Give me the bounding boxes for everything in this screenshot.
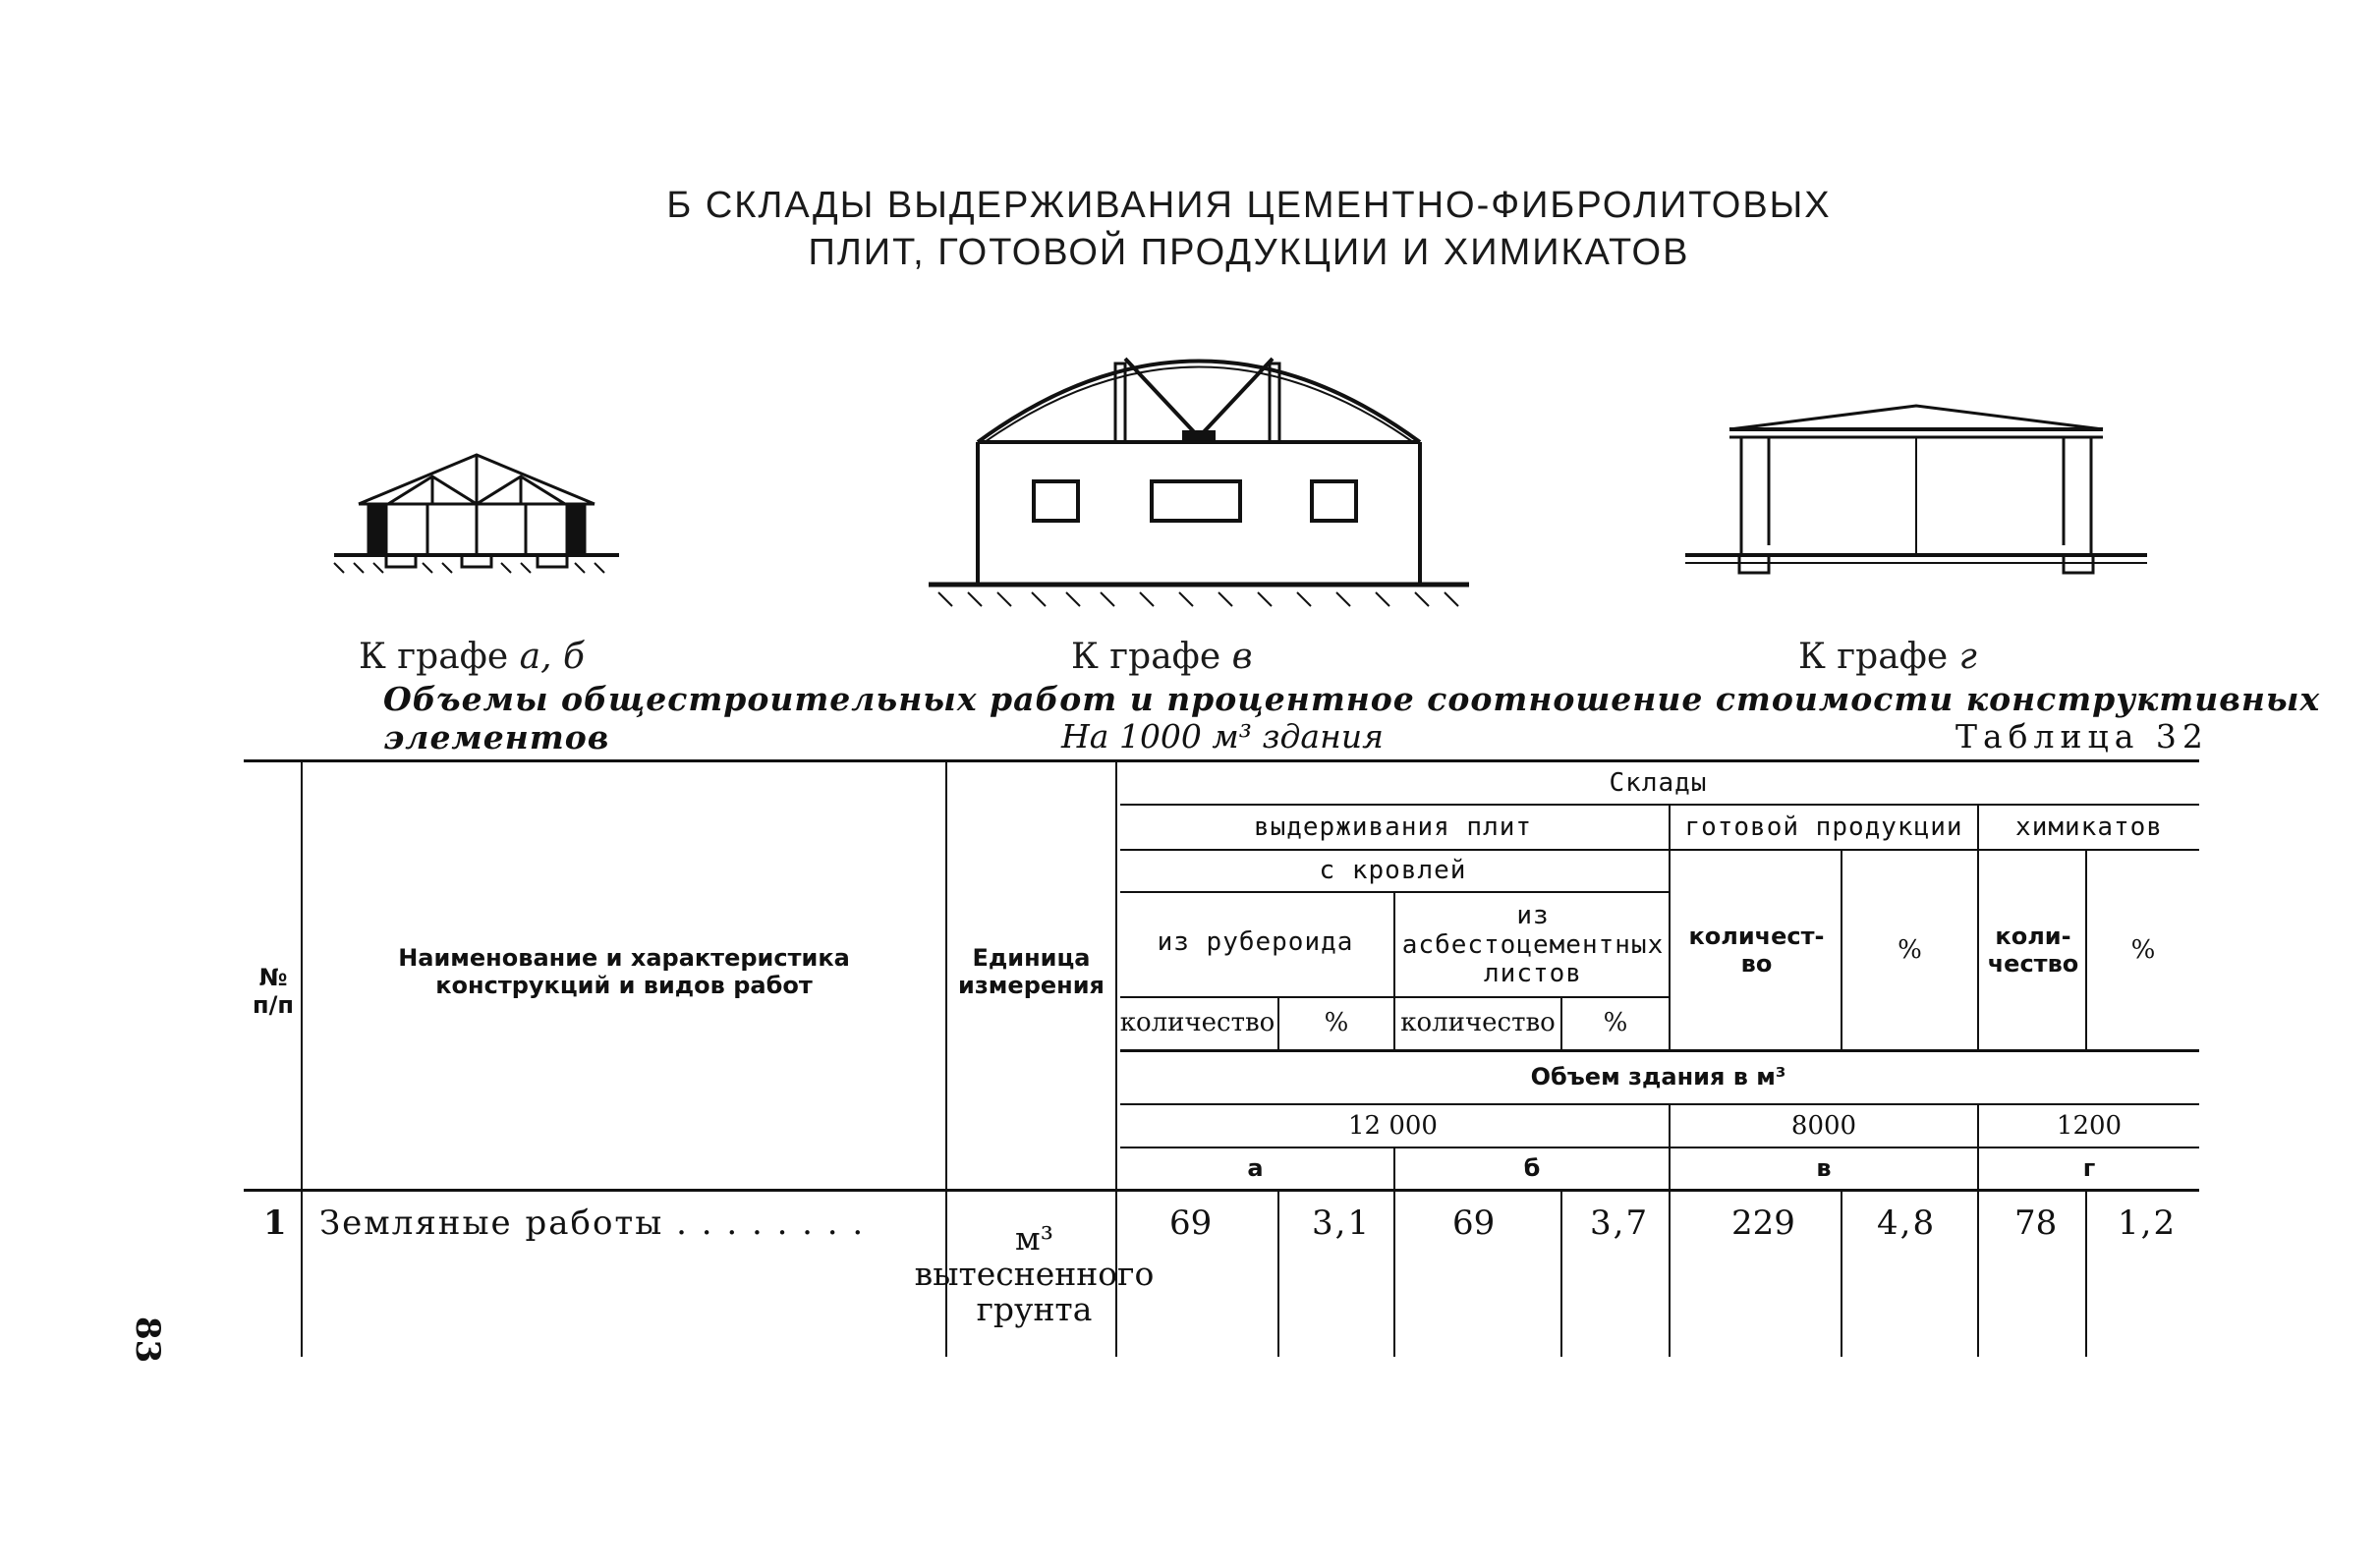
table-top-rule [244,759,2199,762]
row-1-val-b-qty: 69 [1452,1203,1496,1243]
rule-volume-bottom [1120,1103,2199,1105]
caption-v-prefix: К графе [1071,637,1221,677]
header-col-g: г [2082,1154,2096,1183]
table-header-bottom-rule [244,1189,2199,1192]
header-col-v: в [1816,1154,1832,1183]
caption-v-letter: в [1231,637,1253,677]
section-title-line-2: ПЛИТ, ГОТОВОЙ ПРОДУКЦИИ И ХИМИКАТОВ [808,232,1690,273]
table-subtitle: Объемы общестроительных работ и процентн… [383,680,2321,756]
vrule-data-5 [1841,1192,1842,1357]
row-1-unit: м³ вытесненного грунта [914,1218,1155,1329]
row-1-name: Земляные работы . . . . . . . . [319,1203,866,1243]
caption-a-b: К графе а, б [359,637,585,677]
row-1-val-a-qty: 69 [1169,1203,1213,1243]
drawing-warehouse-g [1685,404,2147,575]
header-num: № п/п [253,964,294,1019]
vrule-name [945,762,947,1357]
row-1-val-a-pct: 3,1 [1312,1203,1372,1243]
drawing-warehouse-v [929,357,1469,607]
vrule-data-4 [1669,1192,1671,1357]
rule-sklady [1120,804,2199,806]
caption-a-b-prefix: К графе [359,637,509,677]
header-qty-g: коли-чество [1987,922,2079,978]
header-pct-v: % [1898,934,1922,965]
vrule-data-7 [2085,1192,2087,1357]
row-1-num: 1 [263,1203,287,1243]
caption-g-letter: г [1958,637,1977,677]
header-pct-b: % [1603,1008,1628,1038]
row-1-val-g-pct: 1,2 [2118,1203,2178,1243]
header-qty-a: количество [1119,1008,1275,1038]
header-asbestos: из асбестоцементных листов [1401,900,1665,989]
vrule-roof [1393,893,1395,1049]
vrule-data-6 [1977,1192,1979,1357]
vrule-num [301,762,303,1357]
header-col-b: б [1523,1154,1541,1183]
rule-volume-top [1120,1049,2199,1052]
header-qty-v: количест-во [1688,922,1825,978]
vrule-letter-bv [1669,1148,1671,1189]
header-curing: выдерживания плит [1253,812,1533,843]
page-number: 83 [128,1316,167,1364]
vrule-b-split [1560,998,1562,1049]
vrule-data-1 [1277,1192,1279,1357]
header-warehouses: Склады [1609,768,1708,799]
header-name: Наименование и характеристика конструкци… [398,944,850,999]
table-label: Таблица 32 [1955,717,2209,756]
header-vol-1200: 1200 [2056,1111,2123,1142]
rule-vol-values [1120,1147,2199,1148]
header-ruberoid: из рубероида [1157,927,1354,958]
header-chemicals: химикатов [2015,812,2163,843]
header-pct-a: % [1324,1008,1349,1038]
rule-groups [1120,849,2199,851]
vrule-groups-2 [1977,804,1979,1049]
header-unit: Единица измерения [958,944,1105,999]
header-finished: готовой продукции [1684,812,1963,843]
row-1-val-v-pct: 4,8 [1877,1203,1937,1243]
section-title-line-1: Б СКЛАДЫ ВЫДЕРЖИВАНИЯ ЦЕМЕНТНО-ФИБРОЛИТО… [666,185,1832,226]
vrule-letter-ab [1393,1148,1395,1189]
vrule-data-2 [1393,1192,1395,1357]
vrule-unit [1115,762,1117,1357]
vrule-vol-2 [1977,1105,1979,1147]
header-qty-b: количество [1400,1008,1556,1038]
rule-roof [1120,891,1669,893]
vrule-g-split [2085,851,2087,1049]
vrule-letter-vg [1977,1148,1979,1189]
header-pct-g: % [2130,934,2156,965]
row-1-val-b-pct: 3,7 [1590,1203,1650,1243]
header-col-a: а [1247,1154,1264,1183]
caption-g-prefix: К графе [1798,637,1949,677]
row-1-val-g-qty: 78 [2014,1203,2058,1243]
row-1-val-v-qty: 229 [1731,1203,1795,1243]
vrule-groups-1 [1669,804,1671,1049]
header-vol-8000: 8000 [1790,1111,1857,1142]
vrule-vol-1 [1669,1105,1671,1147]
header-volume: Объем здания в м³ [1530,1063,1786,1091]
vrule-data-3 [1560,1192,1562,1357]
header-with-roof: с кровлей [1319,855,1467,885]
header-vol-12000: 12 000 [1348,1111,1438,1142]
drawing-warehouse-a-b [333,453,619,574]
table-note: На 1000 м³ здания [1061,717,1384,756]
caption-v: К графе в [1071,637,1253,677]
vrule-a-split [1277,998,1279,1049]
caption-a-b-letters: а, б [519,637,585,677]
vrule-v-split [1841,851,1842,1049]
caption-g: К графе г [1798,637,1977,677]
